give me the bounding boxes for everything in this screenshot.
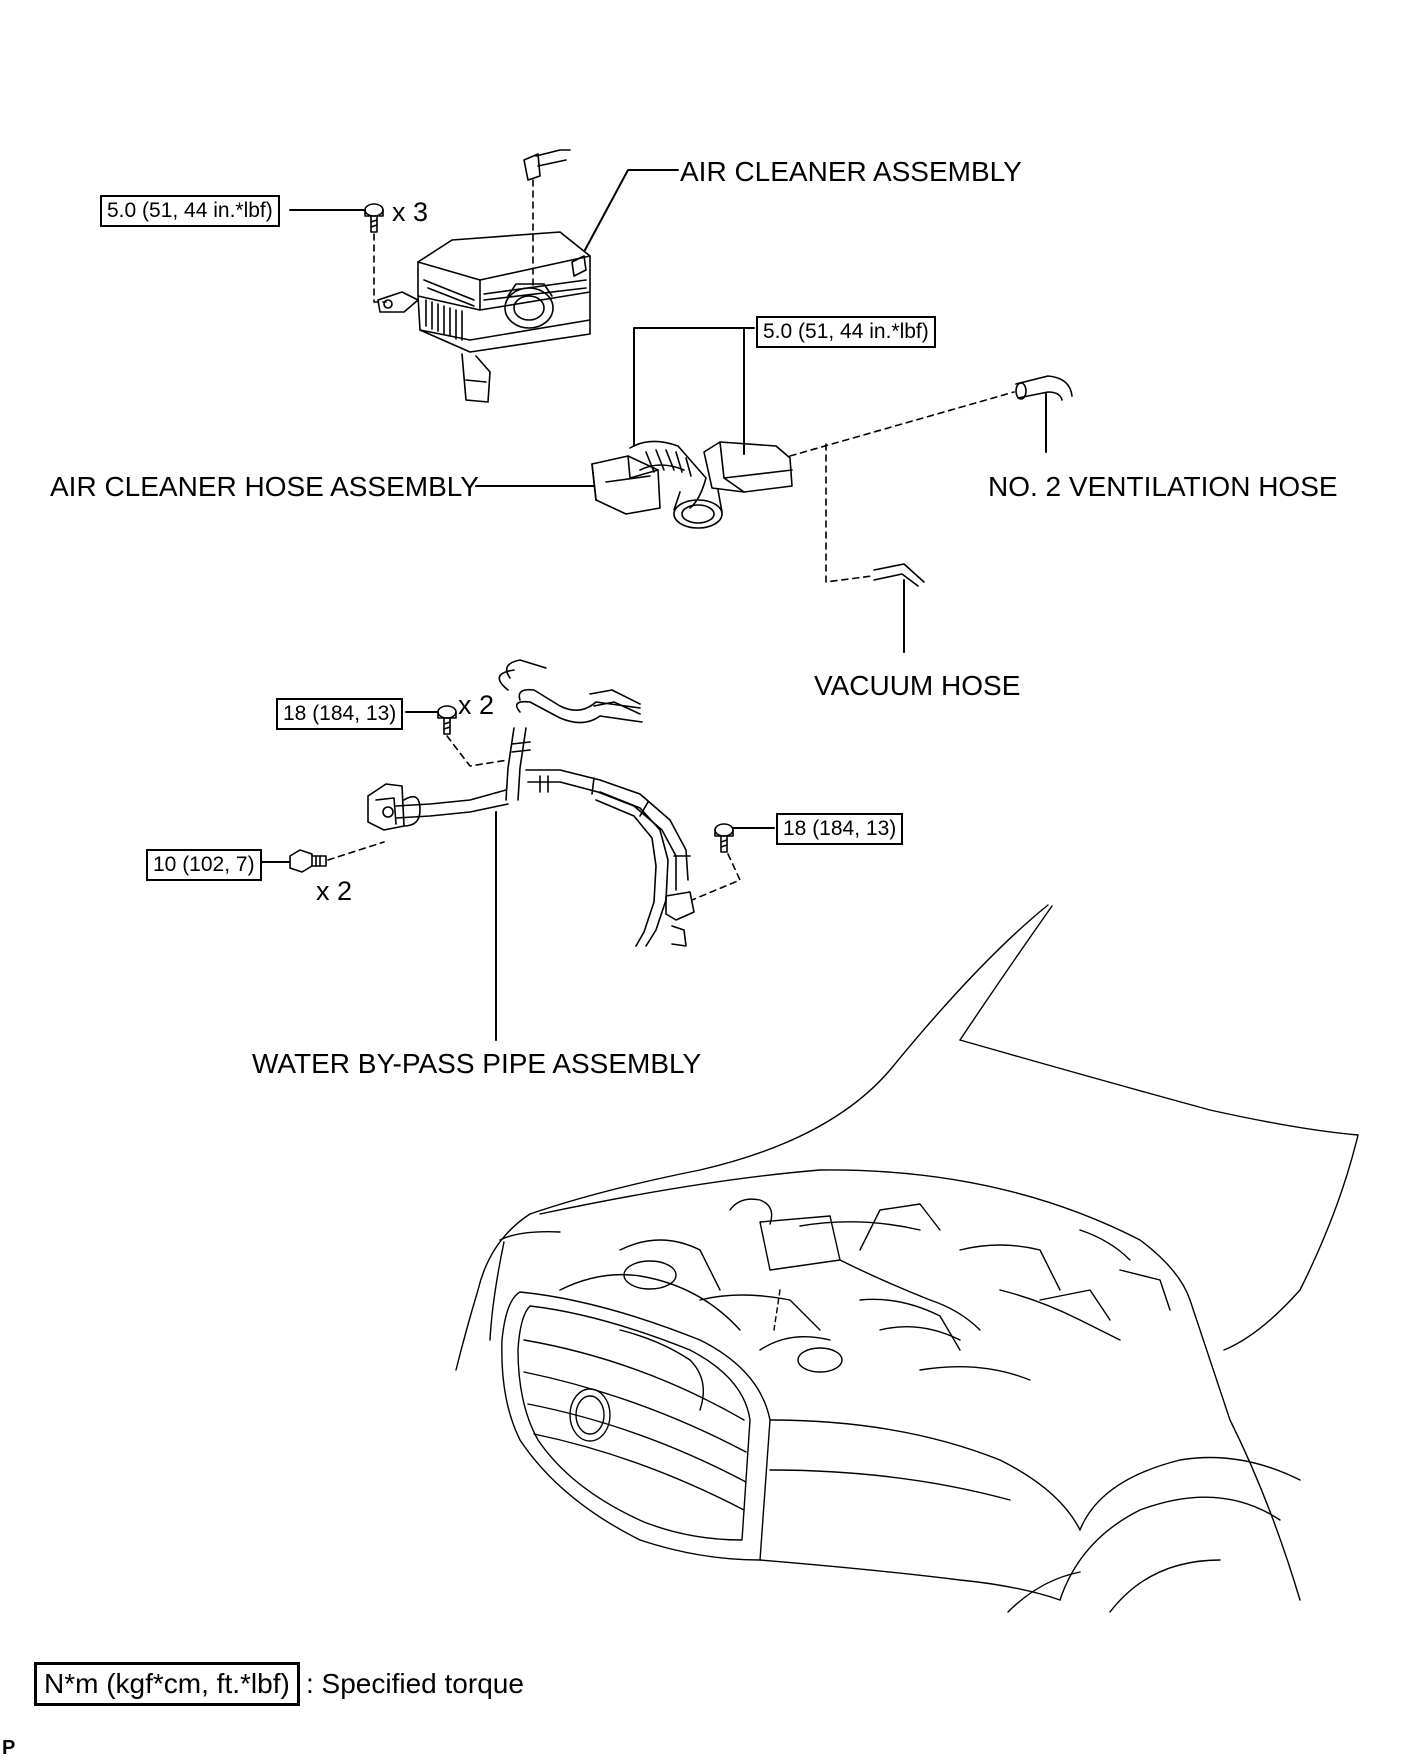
qty-air-cleaner-bolts: x 3 <box>392 197 429 227</box>
air-cleaner-bolt-dash <box>374 234 386 302</box>
water-bypass-pipe-assembly-label: WATER BY-PASS PIPE ASSEMBLY <box>252 1048 702 1079</box>
ventilation-hose-dash <box>790 392 1014 456</box>
air-cleaner-hose-assembly-label: AIR CLEANER HOSE ASSEMBLY <box>50 471 479 502</box>
vacuum-hose-drawing <box>874 564 924 586</box>
air-cleaner-top-clip-drawing <box>524 150 570 180</box>
torque-box-air-cleaner-bolts: 5.0 (51, 44 in.*lbf) <box>100 195 280 227</box>
bypass-left-nut-drawing <box>290 850 326 872</box>
air-cleaner-hose-drawing <box>592 441 792 528</box>
vehicle-engine-bay-drawing <box>456 905 1358 1612</box>
legend-unit-box: N*m (kgf*cm, ft.*lbf) <box>34 1662 300 1706</box>
bypass-right-bolt-drawing <box>715 824 733 852</box>
ventilation-hose-drawing <box>1016 376 1072 400</box>
air-cleaner-assembly-label: AIR CLEANER ASSEMBLY <box>680 156 1022 187</box>
bypass-upper-bolt-drawing <box>438 706 456 734</box>
water-bypass-pipe-drawing <box>368 660 694 946</box>
air-cleaner-assembly-leader <box>585 170 678 250</box>
torque-box-bypass-left-nuts: 10 (102, 7) <box>146 849 262 881</box>
vacuum-hose-label: VACUUM HOSE <box>814 670 1021 701</box>
torque-box-bypass-upper-bolts: 18 (184, 13) <box>276 698 404 730</box>
hose-clamp-leader <box>634 328 744 454</box>
legend-description: : Specified torque <box>306 1668 524 1699</box>
corner-mark: P <box>2 1737 16 1759</box>
torque-box-bypass-right-bolt: 18 (184, 13) <box>776 813 904 845</box>
bypass-right-bolt-dash <box>692 854 740 900</box>
torque-box-hose-clamps: 5.0 (51, 44 in.*lbf) <box>756 316 936 348</box>
air-cleaner-assembly-drawing <box>378 232 590 402</box>
air-cleaner-bolt-drawing <box>365 204 383 232</box>
qty-bypass-upper-bolts: x 2 <box>458 690 495 720</box>
vacuum-hose-dash <box>826 444 872 582</box>
bypass-upper-bolt-dash <box>447 736 508 766</box>
no2-ventilation-hose-label: NO. 2 VENTILATION HOSE <box>988 471 1338 502</box>
qty-bypass-left-nuts: x 2 <box>316 876 353 906</box>
bypass-left-nut-dash <box>328 842 384 860</box>
